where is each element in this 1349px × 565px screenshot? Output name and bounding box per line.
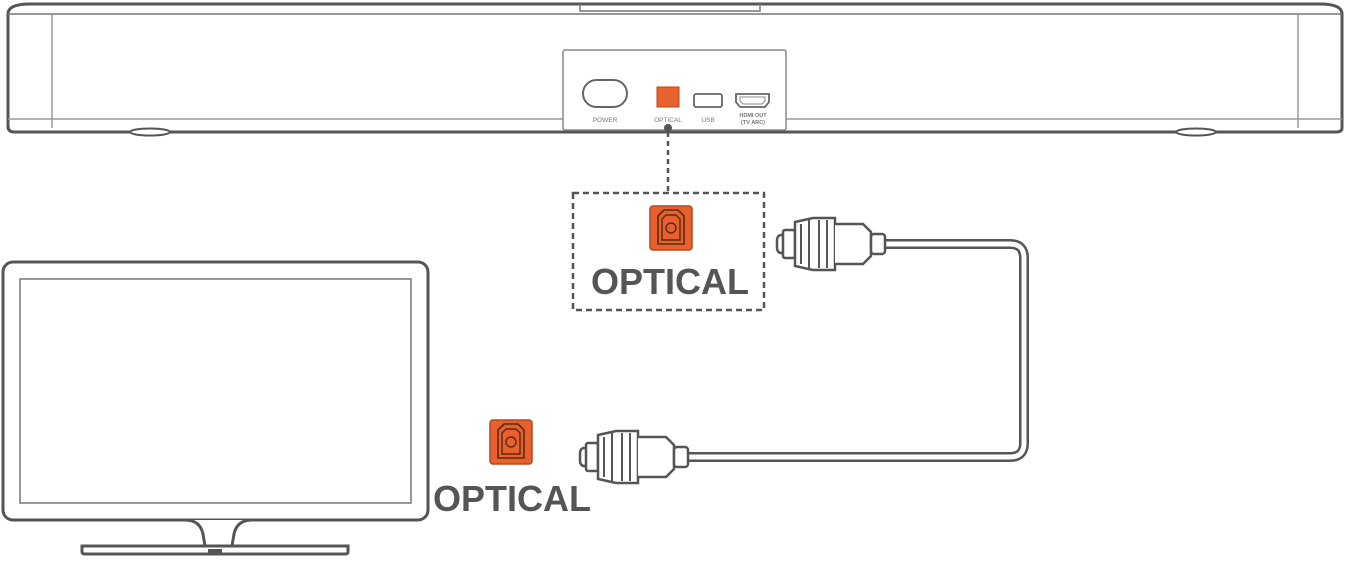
optical-port-icon [649, 205, 693, 251]
optical-port-label: OPTICAL [654, 117, 682, 124]
usb-label: USB [701, 117, 714, 124]
optical-cable-plug-icon [775, 216, 887, 272]
hdmi-port [735, 93, 770, 108]
hdmi-label-line2: (TV ARC) [741, 120, 765, 126]
tv-optical-label: OPTICAL [433, 478, 591, 519]
usb-port [693, 93, 723, 108]
power-label: POWER [593, 117, 618, 124]
optical-cable-plug-icon [578, 429, 690, 485]
tv-optical-port: OPTICAL [433, 419, 591, 519]
power-button-port [582, 79, 628, 108]
callout-box [571, 191, 766, 312]
optical-callout: OPTICAL [571, 124, 766, 312]
tv [1, 260, 430, 556]
tv-screen [19, 278, 412, 504]
optical-cable [578, 216, 1029, 485]
soundbar-port-panel: POWER OPTICAL USB HDMI OUT (TV ARC) [562, 49, 787, 131]
optical-port-icon [489, 419, 533, 465]
optical-port [656, 86, 680, 108]
callout-optical-label: OPTICAL [591, 261, 749, 302]
hdmi-label-line1: HDMI OUT [739, 113, 767, 119]
